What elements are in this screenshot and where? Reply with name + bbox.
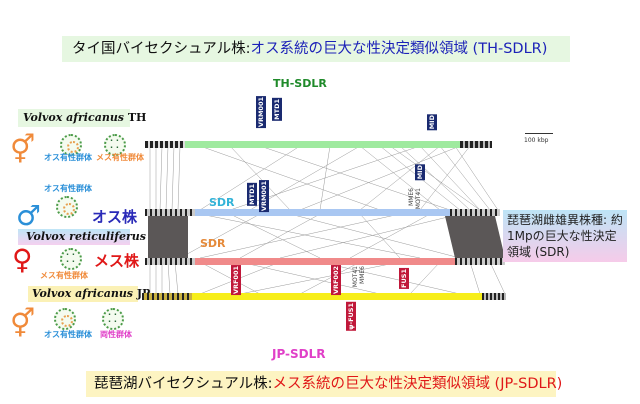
male-flank-right bbox=[450, 209, 500, 216]
female-sdr-band bbox=[195, 258, 455, 265]
bisexual-symbol-icon: ⚥ bbox=[10, 307, 36, 340]
male-gene-box-mtd1: MTD1 bbox=[247, 183, 257, 206]
jp-male-colony-label: オス有性群体 bbox=[44, 330, 92, 339]
female-strain-label: メス株 bbox=[94, 252, 140, 270]
female-gene-box-vrf002: VRF002 bbox=[331, 265, 341, 296]
female-flank-left bbox=[145, 258, 195, 265]
scale-bar bbox=[525, 133, 553, 134]
male-annot-mme6: MME6 bbox=[408, 188, 415, 206]
th-gene-box-mid: MID bbox=[427, 114, 437, 131]
female-colony-icon bbox=[60, 248, 82, 270]
top-title-prefix: タイ国バイセクシュアル株: bbox=[72, 41, 251, 57]
bisexual-colony-icon bbox=[102, 308, 124, 330]
bottom-title: 琵琶湖バイセクシュアル株:メス系統の巨大な性決定類似領域 (JP-SDLR) bbox=[86, 371, 562, 397]
th-flank-left bbox=[145, 141, 185, 148]
top-title: タイ国バイセクシュアル株:オス系統の巨大な性決定類似領域 (TH-SDLR) bbox=[62, 36, 570, 62]
male-flank-left bbox=[145, 209, 195, 216]
male-strain-label: オス株 bbox=[92, 208, 138, 226]
male-sdr-label: SDR bbox=[209, 196, 235, 209]
species-ret-label: Volvox reticuliferus bbox=[18, 229, 146, 245]
female-gene-box-fus1: FUS1 bbox=[399, 268, 409, 289]
th-sdlr-band bbox=[185, 141, 460, 148]
sdr-note-box: 琵琶湖雌雄異株種: 約1Mpの巨大な性決定領域 (SDR) bbox=[503, 210, 627, 262]
top-title-highlight: オス系統の巨大な性決定類似領域 (TH-SDLR) bbox=[250, 41, 548, 57]
jp-flank-left bbox=[142, 293, 192, 300]
th-female-colony-label: メス有性群体 bbox=[96, 153, 144, 162]
th-flank-right bbox=[460, 141, 492, 148]
bottom-title-prefix: 琵琶湖バイセクシュアル株: bbox=[94, 376, 273, 392]
jp-sdlr-band bbox=[192, 293, 482, 300]
male-colony-icon bbox=[56, 196, 78, 218]
female-annot-mme6: MME6 bbox=[359, 266, 366, 284]
male-gene-box-mid: MID bbox=[415, 164, 425, 181]
female-symbol-icon: ♀ bbox=[12, 243, 33, 276]
th-gene-box-vrm001: VRM001 bbox=[256, 96, 266, 129]
ret-female-colony-label: メス有性群体 bbox=[40, 271, 88, 280]
male-colony-icon bbox=[60, 134, 82, 156]
male-gene-box-vrm001: VRM001 bbox=[259, 180, 269, 213]
jp-gene-box-psi-fus1: ψ-FUS1 bbox=[346, 302, 356, 331]
female-gene-box-vrf001: VRF001 bbox=[231, 265, 241, 296]
jp-bisexual-colony-label: 両性群体 bbox=[100, 330, 132, 339]
male-colony-icon bbox=[54, 308, 76, 330]
bisexual-symbol-icon: ⚥ bbox=[10, 133, 36, 166]
scale-bar-label: 100 kbp bbox=[524, 137, 549, 144]
th-sdlr-label: TH-SDLR bbox=[273, 77, 327, 90]
female-sdr-label: SDR bbox=[200, 237, 226, 250]
male-symbol-icon: ♂ bbox=[16, 199, 42, 232]
ret-male-colony-label: オス有性群体 bbox=[44, 184, 92, 193]
jp-flank-right bbox=[482, 293, 506, 300]
jp-sdlr-label: JP-SDLR bbox=[272, 347, 326, 361]
th-male-colony-label: オス有性群体 bbox=[44, 153, 92, 162]
male-annot-mot41: MOT41 bbox=[415, 188, 422, 210]
male-sdr-band bbox=[195, 209, 450, 216]
bottom-title-highlight: メス系統の巨大な性決定類似領域 (JP-SDLR) bbox=[272, 376, 563, 392]
female-flank-right bbox=[455, 258, 505, 265]
female-annot-mot41: MOT41 bbox=[352, 266, 359, 288]
female-colony-icon bbox=[104, 134, 126, 156]
species-th-label: Volvox africanus TH bbox=[18, 109, 146, 127]
th-gene-box-mtd1: MTD1 bbox=[272, 98, 282, 121]
